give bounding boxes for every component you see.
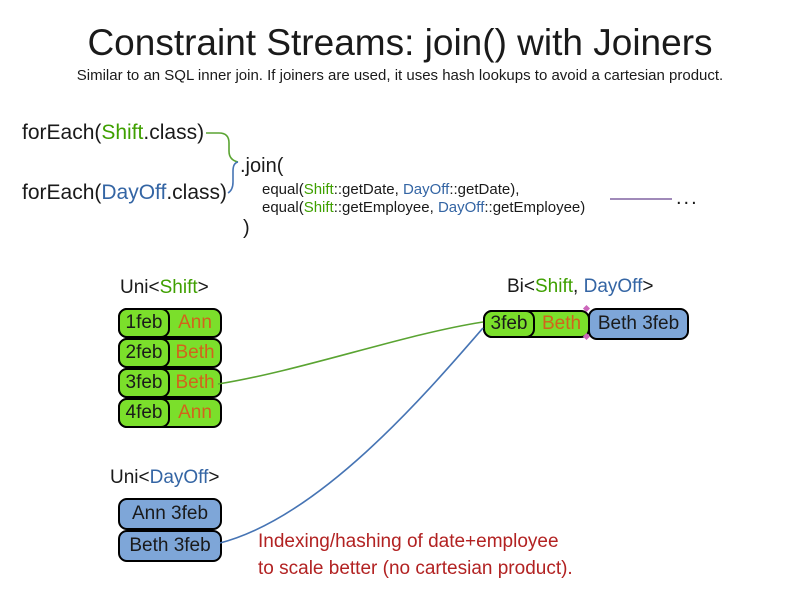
subtitle: Similar to an SQL inner join. If joiners…: [76, 67, 724, 84]
shift-class-token: Shift: [535, 276, 574, 297]
uni-shift-row: 1feb Ann: [118, 308, 222, 338]
shift-employee-cell: Beth: [175, 342, 215, 363]
page-title: Constraint Streams: join() with Joiners: [87, 22, 713, 63]
brace-blue-dayoff: [227, 161, 239, 194]
code-foreach-shift: forEach(Shift.class): [22, 122, 204, 143]
header-text: >: [197, 277, 209, 298]
header-text: Uni<: [110, 467, 150, 488]
code-joiner-getemployee: equal(Shift::getEmployee, DayOff::getEmp…: [262, 200, 585, 215]
ellipsis-more-joiners: ...: [676, 187, 699, 209]
uni-shift-row: 4feb Ann: [118, 398, 222, 428]
dayoff-class-token: DayOff: [149, 467, 209, 488]
dayoff-class-token: DayOff: [101, 181, 167, 204]
shift-date-cell: 3feb: [483, 310, 535, 338]
connector-green-shift-to-bi: [217, 321, 484, 385]
shift-class-token: Shift: [159, 277, 198, 298]
code-joiner-getdate: equal(Shift::getDate, DayOff::getDate),: [262, 182, 519, 197]
dayoff-class-token: DayOff: [583, 276, 643, 297]
uni-dayoff-row: Ann 3feb: [118, 498, 222, 530]
uni-shift-row: 2feb Beth: [118, 338, 222, 368]
shift-class-token: Shift: [303, 199, 334, 216]
code-text: equal(: [262, 199, 304, 216]
dayoff-class-token: DayOff: [402, 181, 450, 198]
code-text: ::getDate),: [449, 181, 520, 198]
note-indexing-line2: to scale better (no cartesian product).: [258, 558, 573, 579]
header-text: Uni<: [120, 277, 160, 298]
code-foreach-dayoff: forEach(DayOff.class): [22, 182, 227, 203]
shift-employee-cell: Beth: [541, 313, 582, 334]
code-text: forEach(: [22, 181, 102, 204]
dayoff-class-token: DayOff: [437, 199, 485, 216]
header-text: >: [642, 276, 654, 297]
bi-row-dayoff-part: Beth 3feb: [588, 308, 689, 340]
brace-green-shift: [206, 132, 239, 163]
shift-date-cell: 3feb: [118, 368, 170, 398]
code-text: forEach(: [22, 121, 102, 144]
shift-date-cell: 1feb: [118, 308, 170, 338]
uni-shift-header: Uni<Shift>: [120, 278, 209, 297]
bi-header: Bi<Shift, DayOff>: [507, 277, 653, 296]
note-indexing-line1: Indexing/hashing of date+employee: [258, 531, 559, 552]
shift-date-cell: 4feb: [118, 398, 170, 428]
shift-employee-cell: Ann: [178, 402, 212, 423]
header-text: ,: [573, 276, 584, 297]
shift-employee-cell: Ann: [178, 312, 212, 333]
code-text: ::getDate,: [333, 181, 403, 198]
code-text: ::getEmployee,: [333, 199, 438, 216]
code-text: .class): [143, 121, 205, 144]
shift-employee-cell: Beth: [175, 372, 215, 393]
shift-class-token: Shift: [101, 121, 144, 144]
code-text: .class): [166, 181, 228, 204]
shift-date-cell: 2feb: [118, 338, 170, 368]
uni-dayoff-row: Beth 3feb: [118, 530, 222, 562]
code-text: equal(: [262, 181, 304, 198]
uni-dayoff-header: Uni<DayOff>: [110, 468, 220, 487]
code-join-close: ): [243, 217, 250, 239]
header-text: Bi<: [507, 276, 535, 297]
bi-row-shift-part: 3feb Beth: [483, 310, 590, 338]
code-text: ::getEmployee): [484, 199, 586, 216]
header-text: >: [208, 467, 220, 488]
uni-shift-row: 3feb Beth: [118, 368, 222, 398]
code-join-open: .join(: [240, 155, 284, 177]
shift-class-token: Shift: [303, 181, 334, 198]
connector-blue-dayoff-to-bi: [219, 327, 484, 544]
